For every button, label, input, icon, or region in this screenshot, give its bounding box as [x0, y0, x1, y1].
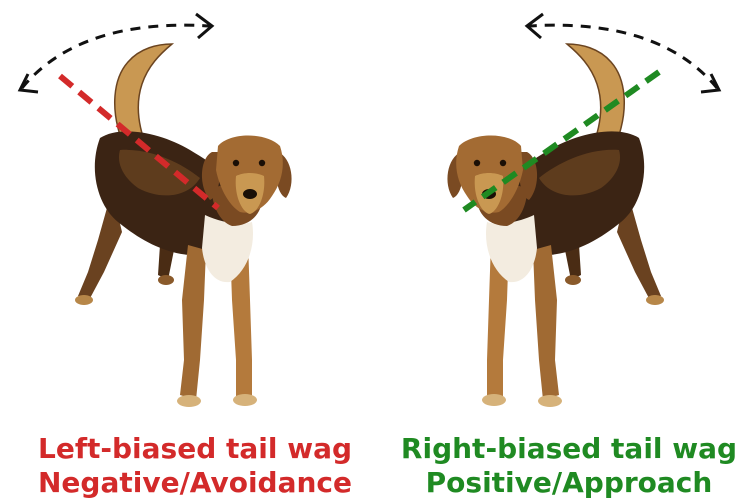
right-caption-line2: Positive/Approach	[389, 466, 739, 500]
dog-right-icon	[447, 44, 664, 407]
dog-left-figure	[20, 14, 292, 407]
left-caption-line1: Left-biased tail wag	[15, 432, 375, 466]
right-caption: Right-biased tail wag Positive/Approach	[389, 432, 739, 500]
left-caption: Left-biased tail wag Negative/Avoidance	[15, 432, 375, 500]
curved-double-arrow-icon	[20, 14, 212, 92]
dog-right-figure	[447, 14, 719, 407]
dog-left-icon	[75, 44, 292, 407]
curved-double-arrow-icon	[527, 14, 719, 92]
right-caption-line1: Right-biased tail wag	[389, 432, 739, 466]
left-caption-line2: Negative/Avoidance	[15, 466, 375, 500]
